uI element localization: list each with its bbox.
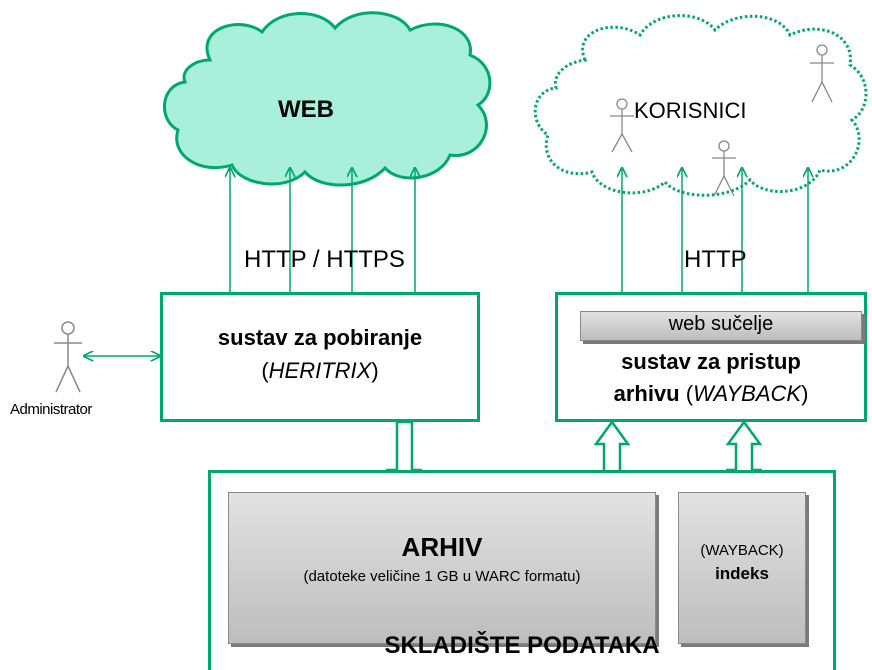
archive-box: [228, 492, 656, 644]
http-arrows-right: [622, 168, 808, 308]
user-figure-icon: [712, 140, 736, 197]
protocol-label-left: HTTP / HTTPS: [244, 246, 405, 273]
admin-figure-icon: [54, 321, 82, 393]
harvester-name-line: (HERITRIX): [160, 358, 480, 384]
web-cloud: [163, 11, 492, 187]
web-interface-label: web sučelje: [668, 313, 774, 335]
archive-title: ARHIV: [401, 532, 483, 562]
storage-title: SKLADIŠTE PODATAKA: [384, 632, 660, 659]
index-line2: indeks: [715, 564, 769, 583]
web-cloud-label: WEB: [278, 96, 334, 123]
user-figure-icon: [610, 98, 634, 153]
access-title-line2: arhivu (WAYBACK): [555, 381, 867, 407]
archive-subtitle: (datoteke veličine 1 GB u WARC formatu): [303, 568, 581, 585]
index-box: [678, 492, 806, 644]
web-interface-box: [580, 311, 862, 341]
index-line1: (WAYBACK): [700, 542, 784, 559]
access-title-bold: arhivu: [613, 381, 680, 406]
harvester-title: sustav za pobiranje: [217, 325, 423, 350]
users-cloud: [533, 14, 868, 197]
paren-open: (: [679, 381, 694, 406]
harvester-name: HERITRIX: [268, 358, 372, 383]
paren-close: ): [801, 381, 809, 406]
user-figure-icon: [810, 44, 834, 103]
paren-close: ): [371, 358, 379, 383]
harvester-box: [160, 292, 480, 422]
paren-open: (: [261, 358, 269, 383]
admin-label: Administrator: [10, 401, 92, 418]
access-name: WAYBACK: [693, 381, 802, 406]
http-arrows-left: [230, 168, 415, 308]
access-title-line1: sustav za pristup: [621, 349, 801, 374]
users-cloud-label: KORISNICI: [634, 98, 747, 123]
protocol-label-right: HTTP: [684, 246, 747, 273]
